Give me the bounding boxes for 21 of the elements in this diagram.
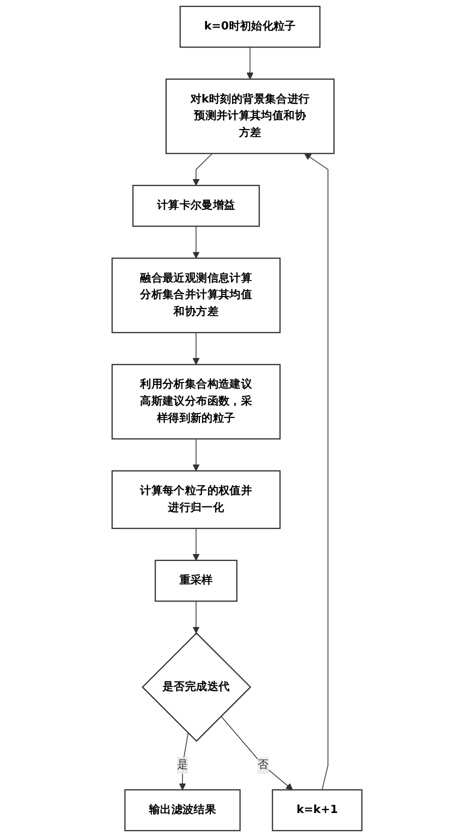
arrow (192, 226, 200, 259)
node-box: 重采样 (154, 560, 238, 602)
edge-label: 是 (176, 758, 188, 772)
node-box: 计算每个粒子的权值并进行归一化 (112, 470, 281, 530)
node-box: 输出滤波结果 (124, 789, 241, 832)
node-box: 对k时刻的背景集合进行预测并计算其均值和协方差 (166, 78, 335, 154)
node-box: k=0时初始化粒子 (180, 6, 321, 48)
arrow (192, 528, 200, 561)
arrow (304, 153, 328, 790)
node-box: 融合最近观测信息计算分析集合并计算其均值和协方差 (112, 258, 281, 334)
node-box: 计算卡尔曼增益 (132, 184, 260, 227)
arrow (192, 332, 200, 365)
node-box: 利用分析集合构造建议高斯建议分布函数，采样得到新的粒子 (112, 364, 281, 440)
edge-label: 否 (258, 758, 269, 772)
arrow (220, 716, 293, 790)
arrow (246, 46, 254, 80)
arrow (192, 600, 200, 634)
node-box: k=k+1 (272, 789, 362, 832)
node-diamond: 是否完成迭代 (142, 632, 252, 742)
arrow (192, 438, 200, 472)
arrow (192, 153, 213, 186)
